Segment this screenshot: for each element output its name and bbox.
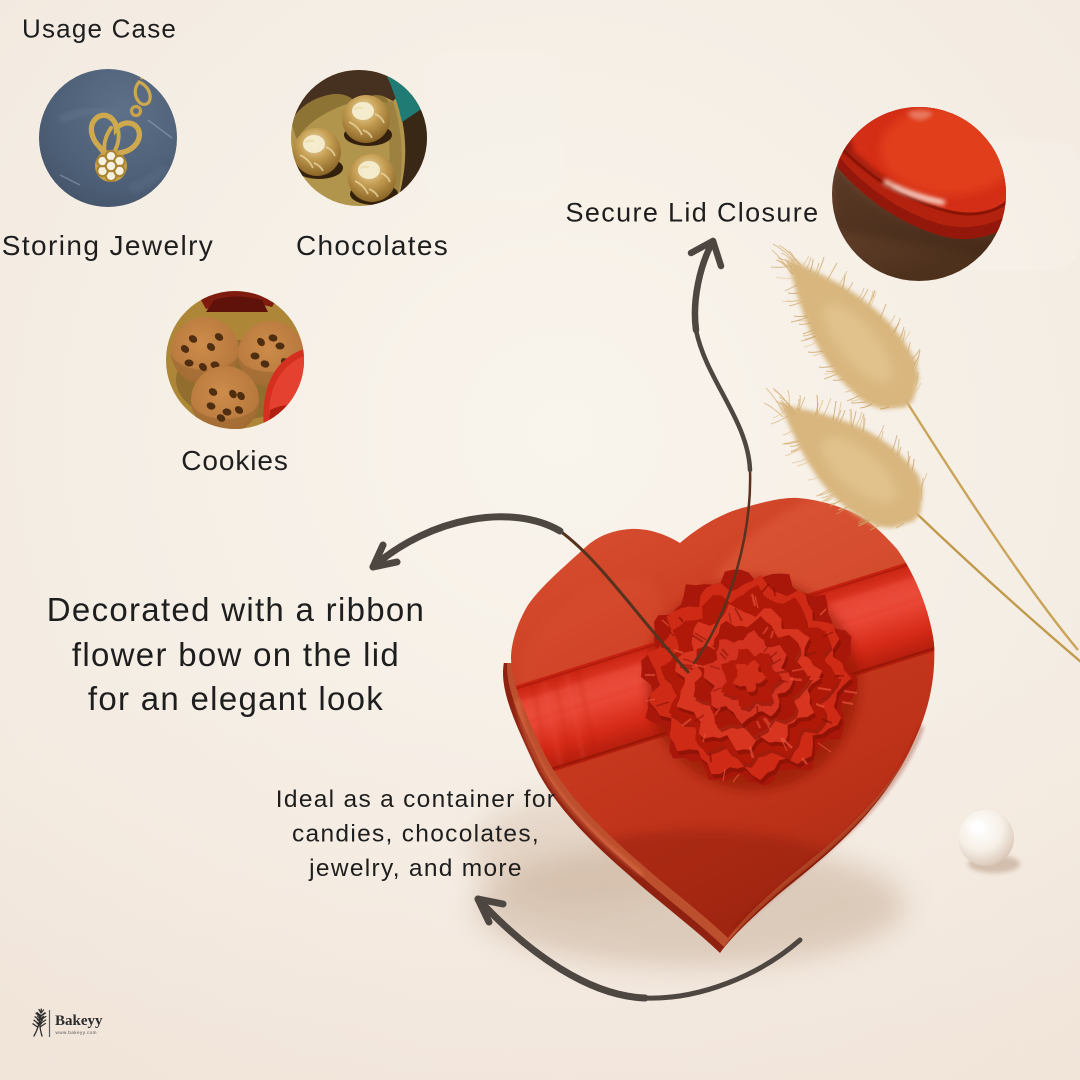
svg-text:for an elegant look: for an elegant look xyxy=(88,680,384,717)
svg-text:Decorated with a ribbon: Decorated with a ribbon xyxy=(47,591,425,628)
svg-text:jewelry, and more: jewelry, and more xyxy=(308,855,523,882)
svg-text:Ideal as a container for: Ideal as a container for xyxy=(276,786,556,813)
svg-text:flower bow on the lid: flower bow on the lid xyxy=(72,636,400,673)
svg-text:Cookies: Cookies xyxy=(181,445,288,476)
svg-text:Secure Lid Closure: Secure Lid Closure xyxy=(566,198,820,228)
svg-text:www.bakeyy.com: www.bakeyy.com xyxy=(56,1030,97,1035)
svg-text:candies, chocolates,: candies, chocolates, xyxy=(292,821,540,848)
svg-text:Bakeyy: Bakeyy xyxy=(55,1013,103,1029)
svg-text:Usage Case: Usage Case xyxy=(22,14,177,44)
svg-text:Storing Jewelry: Storing Jewelry xyxy=(2,230,214,261)
svg-text:Chocolates: Chocolates xyxy=(296,230,449,261)
